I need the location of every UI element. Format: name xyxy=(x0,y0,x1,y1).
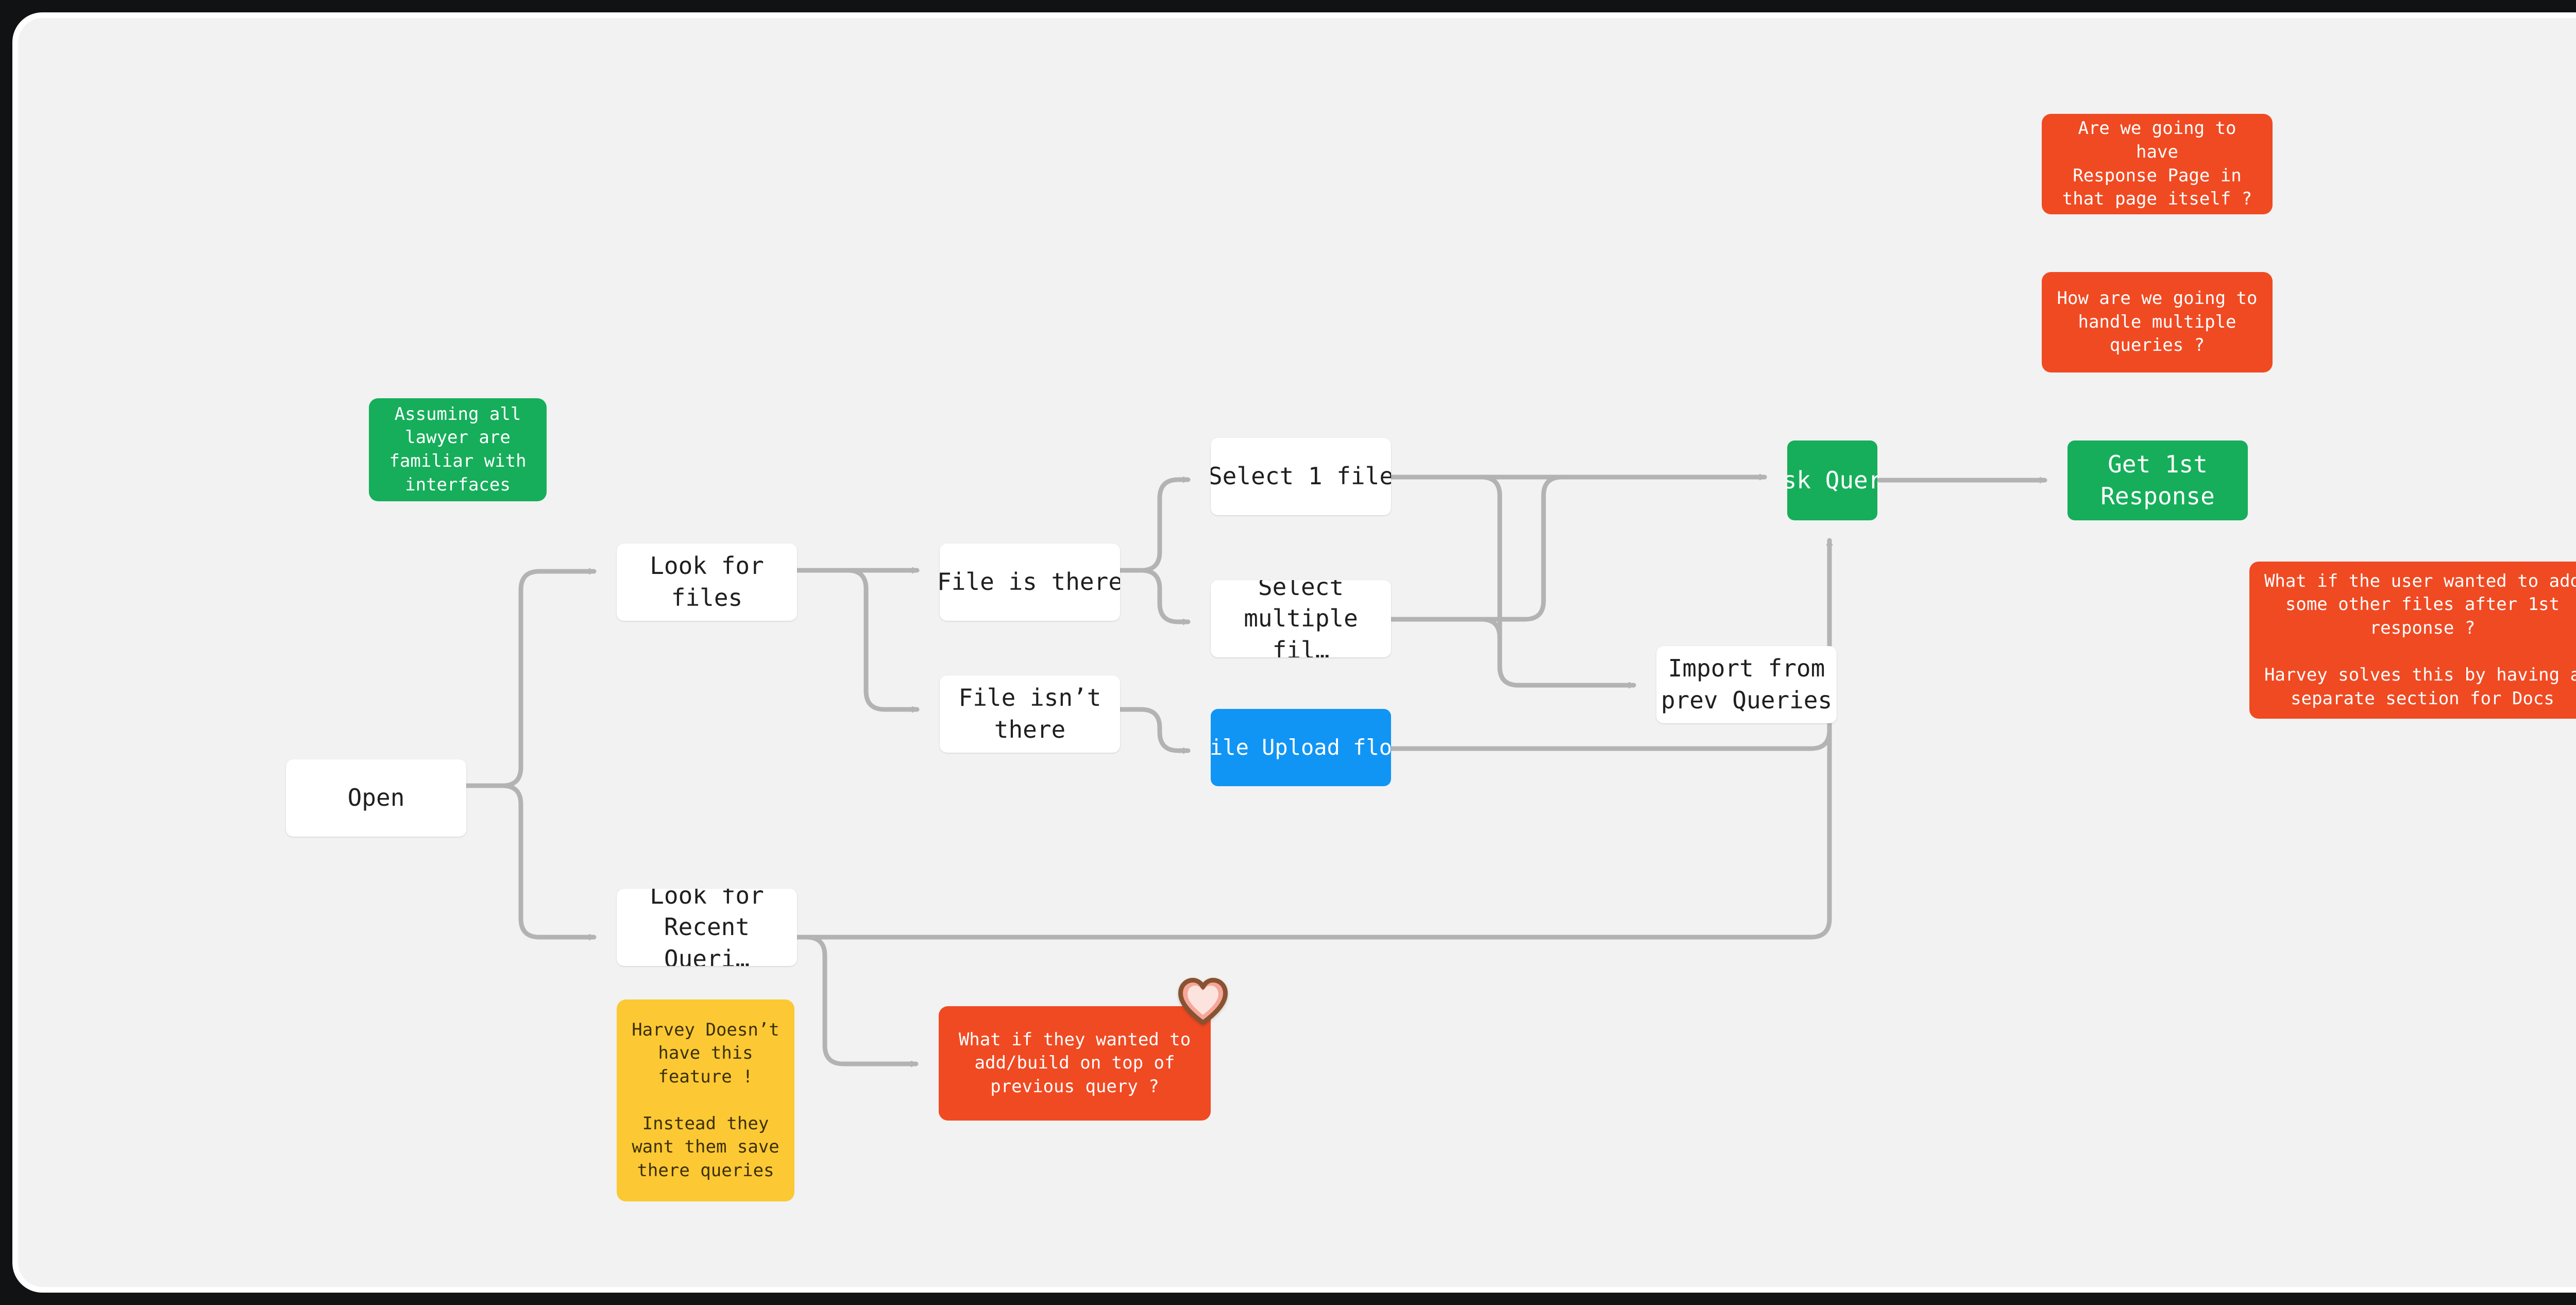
edge-filethere-to-selectmulti xyxy=(1106,568,1191,622)
node-look-for-files-label: Look for files xyxy=(650,552,764,612)
node-ask-query[interactable]: Ask Query xyxy=(1787,440,1877,520)
note-harvey-missing-feature[interactable]: Harvey Doesn’t have this feature ! Inste… xyxy=(617,999,794,1201)
note-assumption[interactable]: Assuming all lawyer are familiar with in… xyxy=(369,398,547,501)
edge-open-to-lookfiles xyxy=(452,571,597,788)
node-select-multiple-files[interactable]: Select multiple fil… xyxy=(1211,580,1391,657)
note-assumption-text: Assuming all lawyer are familiar with in… xyxy=(389,403,527,495)
edge-selectmulti-to-importprev xyxy=(1377,617,1636,685)
node-file-upload-flow[interactable]: File Upload flow xyxy=(1211,709,1391,786)
node-ask-query-label: Ask Query xyxy=(1787,466,1877,494)
whiteboard-canvas[interactable]: Open Look for files Look for Recent Quer… xyxy=(18,18,2576,1287)
node-get-1st-response-label: Get 1st Response xyxy=(2100,450,2215,510)
board-frame: Open Look for files Look for Recent Quer… xyxy=(12,12,2576,1293)
edge-lookfiles-to-filenotthere xyxy=(783,568,920,709)
node-file-is-there[interactable]: File is there xyxy=(940,544,1120,621)
node-get-1st-response[interactable]: Get 1st Response xyxy=(2067,440,2248,520)
node-file-isnt-there-label: File isn’t there xyxy=(958,684,1101,743)
note-build-on-previous-query-text: What if they wanted to add/build on top … xyxy=(958,1029,1191,1097)
edge-filethere-to-select1 xyxy=(1106,480,1191,573)
heart-icon[interactable] xyxy=(1178,977,1228,1025)
node-import-from-prev-queries-label: Import from prev Queries xyxy=(1660,654,1833,714)
node-file-upload-flow-label: File Upload flow xyxy=(1211,734,1391,760)
edge-lookrecent-to-prevqnote xyxy=(783,935,919,1064)
node-look-for-recent-queries[interactable]: Look for Recent Queri… xyxy=(617,889,797,966)
node-look-for-files[interactable]: Look for files xyxy=(617,544,797,621)
note-harvey-missing-feature-text: Harvey Doesn’t have this feature ! Inste… xyxy=(632,1019,779,1181)
note-other-files-after-response-text: What if the user wanted to add some othe… xyxy=(2264,570,2576,709)
node-import-from-prev-queries[interactable]: Import from prev Queries xyxy=(1656,646,1837,723)
node-select-1-file[interactable]: Select 1 file xyxy=(1211,438,1391,515)
note-build-on-previous-query[interactable]: What if they wanted to add/build on top … xyxy=(939,1006,1211,1121)
node-open-label: Open xyxy=(347,784,405,812)
edge-open-to-lookrecent xyxy=(452,783,597,937)
note-multiple-queries[interactable]: How are we going to handle multiple quer… xyxy=(2042,272,2273,372)
node-file-isnt-there[interactable]: File isn’t there xyxy=(940,675,1120,753)
note-response-page[interactable]: Are we going to have Response Page in th… xyxy=(2042,114,2273,214)
node-select-multiple-files-label: Select multiple fil… xyxy=(1244,580,1358,657)
note-response-page-text: Are we going to have Response Page in th… xyxy=(2062,118,2252,210)
edge-selectmulti-to-askquery xyxy=(1377,477,1767,622)
node-file-is-there-label: File is there xyxy=(940,568,1120,596)
note-multiple-queries-text: How are we going to handle multiple quer… xyxy=(2057,288,2258,356)
node-look-for-recent-queries-label: Look for Recent Queri… xyxy=(650,889,764,966)
note-other-files-after-response[interactable]: What if the user wanted to add some othe… xyxy=(2249,562,2576,719)
node-open[interactable]: Open xyxy=(286,759,466,837)
edge-filenotthere-to-fileupload xyxy=(1106,707,1191,751)
node-select-1-file-label: Select 1 file xyxy=(1211,462,1391,490)
edge-select1-to-importprev xyxy=(1377,474,1636,685)
